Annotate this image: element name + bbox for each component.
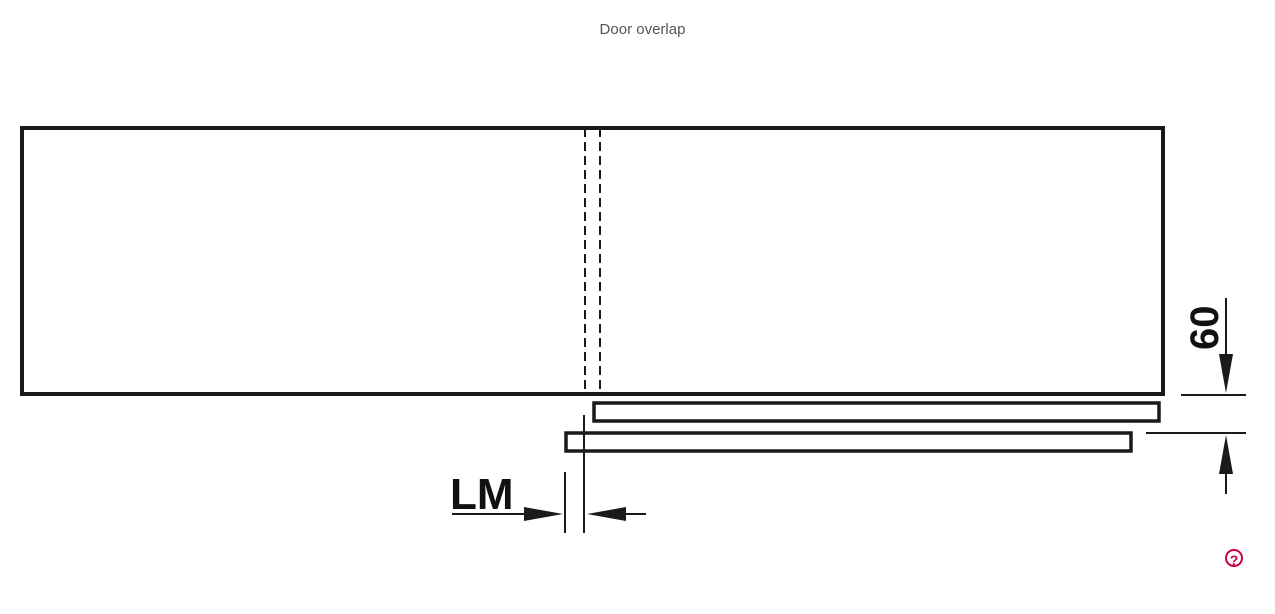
cabinet-body [20,126,1165,396]
dimension-lm-label: LM [450,470,514,519]
help-icon[interactable]: ? [1225,549,1243,568]
dim-60-arrowhead-down [1219,354,1233,393]
lm-arrowhead-left [587,507,626,521]
lm-arrowhead-right [524,507,563,521]
dimension-60-label: 60 [1183,306,1227,351]
dim-60-arrowhead-up [1219,435,1233,474]
door-rear [564,431,1133,453]
page-title: Door overlap [599,21,686,38]
door-front [592,401,1161,423]
